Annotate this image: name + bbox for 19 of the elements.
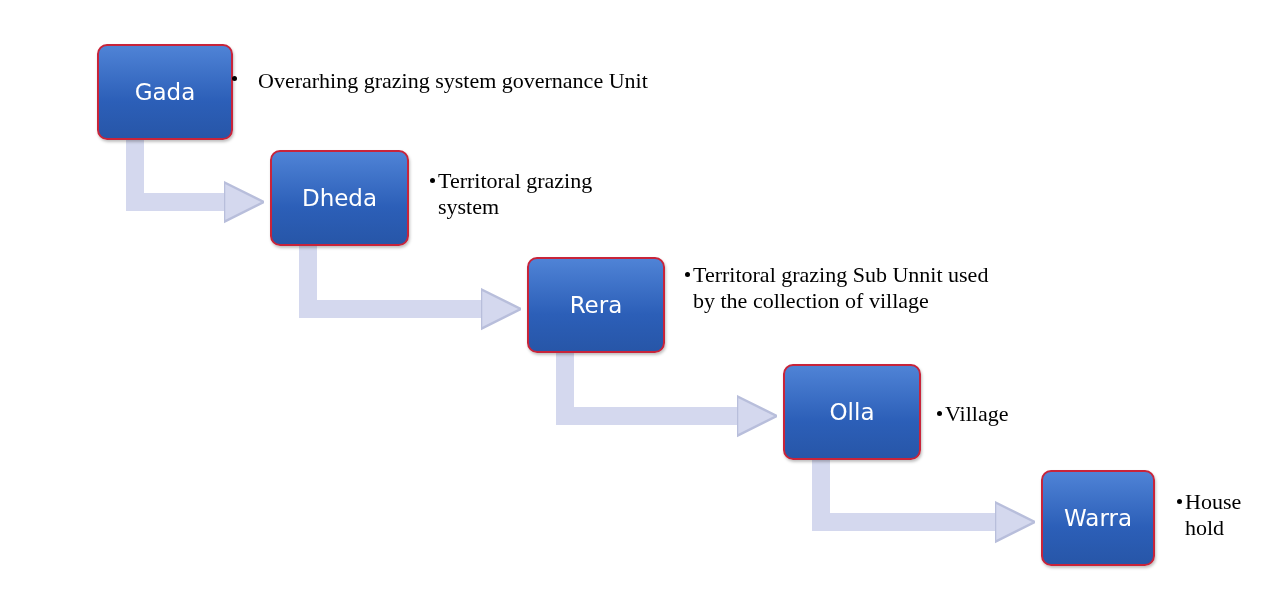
process-box [527,257,665,353]
process-box [783,364,921,460]
box-label: Warra [1064,505,1132,531]
bullet-text: Overarhing grazing system governance Unit [258,68,649,94]
process-box [97,44,233,140]
box-label: Dheda [301,185,378,211]
box-label: Olla [829,399,875,425]
box-label: Gada [134,79,196,105]
bullet-text: House hold [1185,489,1243,541]
bent-arrow [299,246,522,330]
bent-arrow [126,140,265,223]
bullet-text: Village [945,401,1010,427]
process-box [1041,470,1155,566]
bullet-text: Territoral grazing system [438,168,594,220]
bent-arrow [812,460,1036,543]
box-label: Rera [569,292,623,318]
process-box [270,150,409,246]
bent-arrow [556,353,778,437]
bullet-text: Territoral grazing Sub Unnit used by the collection of village [693,262,990,314]
